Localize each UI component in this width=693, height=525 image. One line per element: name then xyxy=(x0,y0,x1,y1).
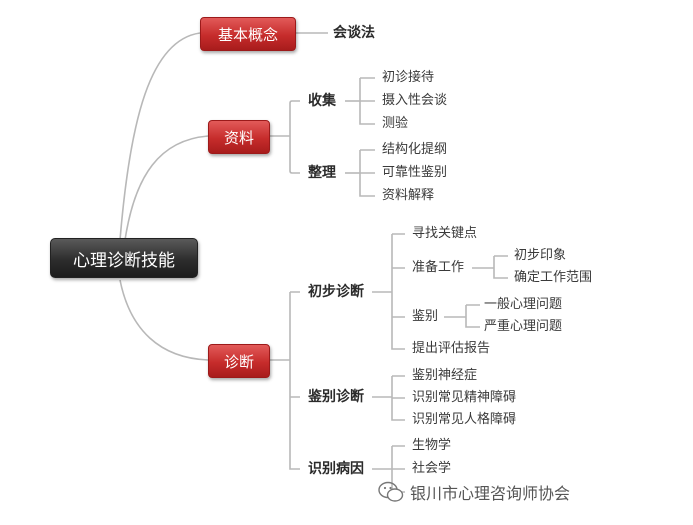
node-data: 资料 xyxy=(208,120,270,154)
node-organize-item: 结构化提纲 xyxy=(382,142,448,157)
node-organize-item: 可靠性鉴别 xyxy=(382,165,448,180)
node-collect-item: 摄入性会谈 xyxy=(382,93,448,108)
node-basic-concept: 基本概念 xyxy=(200,17,296,51)
node-assessment-report: 提出评估报告 xyxy=(412,341,491,356)
node-differentiate: 鉴别 xyxy=(412,309,439,324)
node-collect-item: 初诊接待 xyxy=(382,70,435,85)
wechat-icon xyxy=(378,481,404,503)
root-label: 心理诊断技能 xyxy=(73,250,175,271)
node-prep-item: 初步印象 xyxy=(514,248,567,263)
node-differential-diagnosis: 鉴别诊断 xyxy=(308,389,364,405)
watermark: 银川市心理咨询师协会 xyxy=(378,480,570,504)
connector-root-data xyxy=(124,135,209,241)
diagnosis-label: 诊断 xyxy=(223,352,254,371)
node-collect: 收集 xyxy=(308,93,336,109)
watermark-text: 银川市心理咨询师协会 xyxy=(410,484,571,503)
node-differentiate-item: 一般心理问题 xyxy=(484,297,563,312)
node-differential-item: 识别常见精神障碍 xyxy=(412,390,517,405)
node-diagnosis: 诊断 xyxy=(208,344,270,378)
node-organize-item: 资料解释 xyxy=(382,188,435,203)
node-identify-causes: 识别病因 xyxy=(308,461,364,477)
node-cause-item: 社会学 xyxy=(412,461,452,476)
node-differential-item: 识别常见人格障碍 xyxy=(412,412,517,427)
node-preparation: 准备工作 xyxy=(412,260,465,275)
node-cause-item: 生物学 xyxy=(412,438,452,453)
basic-concept-label: 基本概念 xyxy=(217,25,278,44)
node-prep-item: 确定工作范围 xyxy=(514,270,593,285)
node-organize: 整理 xyxy=(308,165,336,181)
node-differential-item: 鉴别神经症 xyxy=(412,368,478,383)
node-find-key-points: 寻找关键点 xyxy=(412,226,478,241)
root-node: 心理诊断技能 xyxy=(50,238,198,278)
node-differentiate-item: 严重心理问题 xyxy=(484,319,563,334)
node-collect-item: 测验 xyxy=(382,116,409,131)
connector-root-basic xyxy=(119,32,201,241)
node-initial-diagnosis: 初步诊断 xyxy=(308,284,364,300)
data-label: 资料 xyxy=(223,128,254,147)
connector-root-diagnosis xyxy=(119,279,209,361)
node-interview-method: 会谈法 xyxy=(333,25,375,41)
